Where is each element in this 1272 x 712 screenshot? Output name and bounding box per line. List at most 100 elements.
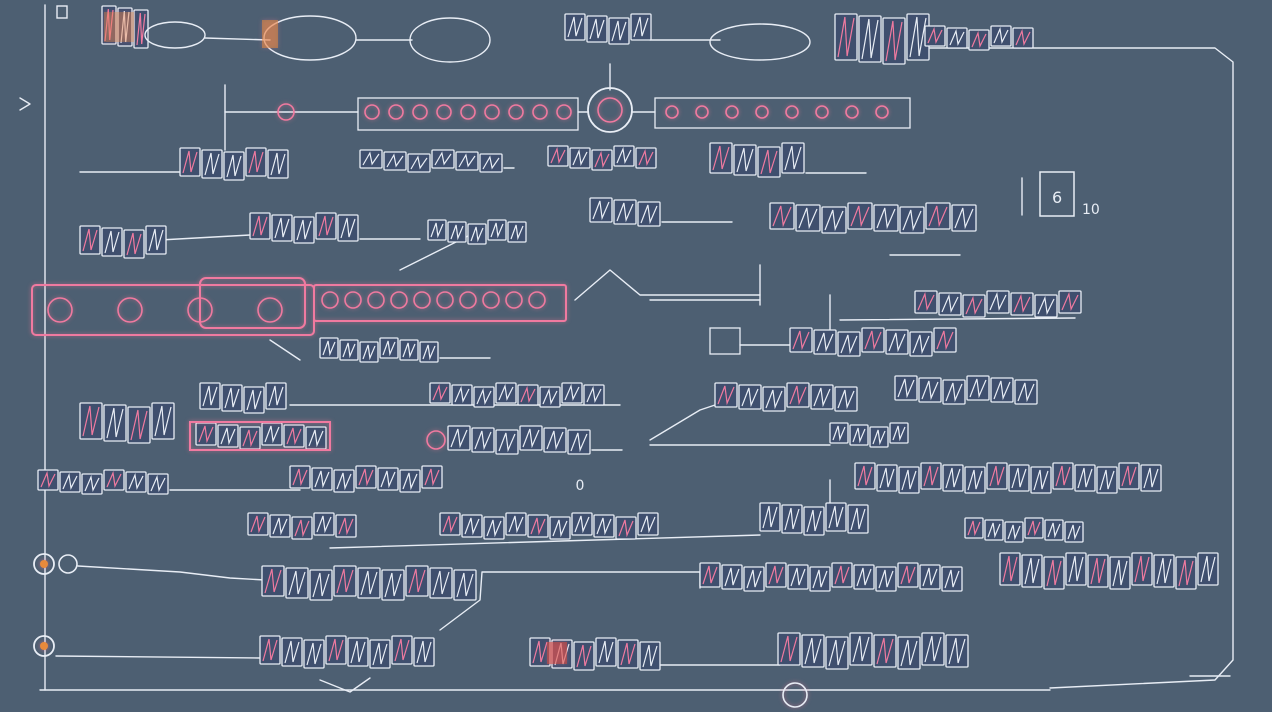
node-scribble bbox=[917, 291, 935, 311]
node-scribble bbox=[1121, 465, 1137, 487]
row5-cluster-g bbox=[894, 375, 1038, 405]
connector-line bbox=[204, 37, 271, 41]
node-scribble bbox=[971, 30, 987, 48]
hub-right-ring bbox=[695, 105, 709, 119]
node-scribble bbox=[402, 472, 418, 491]
node-scribble bbox=[322, 340, 336, 357]
node-scribble bbox=[840, 334, 858, 355]
node-scribble bbox=[62, 472, 78, 490]
node-scribble bbox=[948, 637, 966, 665]
node-scribble bbox=[640, 204, 658, 225]
node-scribble bbox=[832, 425, 846, 442]
bottom-arrow bbox=[319, 677, 371, 693]
node-scribble bbox=[262, 638, 278, 662]
node-scribble bbox=[611, 20, 627, 42]
node-scribble bbox=[594, 150, 610, 168]
node-scribble bbox=[340, 217, 356, 239]
node-scribble bbox=[768, 565, 784, 585]
node-scribble bbox=[876, 637, 894, 665]
node-scribble bbox=[949, 28, 965, 46]
node-scribble bbox=[498, 383, 514, 401]
top-orange-mark bbox=[262, 20, 278, 48]
node-scribble bbox=[1033, 469, 1049, 491]
node-scribble bbox=[386, 153, 404, 168]
node-scribble bbox=[993, 26, 1009, 44]
row4-cluster-b bbox=[789, 327, 957, 357]
node-scribble bbox=[572, 148, 588, 166]
node-scribble bbox=[784, 507, 800, 531]
top-left-orange-mark bbox=[104, 12, 134, 42]
row6-cluster-b bbox=[289, 465, 443, 493]
pink-band-ring bbox=[482, 291, 500, 309]
node-scribble bbox=[442, 515, 458, 534]
node-scribble bbox=[798, 207, 818, 230]
connector-line bbox=[399, 229, 481, 271]
node-scribble bbox=[362, 151, 380, 166]
row2-cluster-c bbox=[547, 145, 657, 171]
node-scribble bbox=[741, 387, 759, 408]
node-scribble bbox=[416, 640, 432, 664]
node-scribble bbox=[432, 570, 450, 596]
accent-ring bbox=[277, 103, 295, 121]
right-box-suffix: 10 bbox=[1082, 202, 1100, 218]
node-scribble bbox=[490, 222, 504, 239]
node-scribble bbox=[945, 467, 961, 489]
node-scribble bbox=[248, 150, 264, 174]
node-scribble bbox=[888, 332, 906, 353]
top-mid-ellipse bbox=[709, 23, 811, 61]
right-return-path bbox=[929, 47, 1234, 689]
node-scribble bbox=[470, 226, 484, 243]
node-scribble bbox=[989, 291, 1007, 311]
row4-small-box bbox=[709, 327, 741, 355]
node-scribble bbox=[522, 428, 540, 449]
hub-right-ring bbox=[755, 105, 769, 119]
node-scribble bbox=[220, 427, 236, 446]
node-scribble bbox=[724, 567, 740, 587]
node-scribble bbox=[941, 293, 959, 313]
circle-node-icon bbox=[587, 87, 633, 133]
node-scribble bbox=[252, 215, 268, 237]
node-scribble bbox=[498, 432, 516, 453]
connector-line bbox=[329, 534, 761, 549]
node-scribble bbox=[790, 567, 806, 587]
node-scribble bbox=[316, 515, 332, 534]
node-scribble bbox=[864, 330, 882, 351]
node-scribble bbox=[570, 432, 588, 453]
node-scribble bbox=[510, 224, 524, 241]
hub-right-ring bbox=[785, 105, 799, 119]
connector-path bbox=[77, 565, 266, 581]
pink-band-ring bbox=[47, 297, 73, 323]
row5-cluster-f bbox=[714, 382, 858, 412]
node-scribble bbox=[900, 639, 918, 667]
node-scribble bbox=[336, 472, 352, 491]
row2-cluster-a bbox=[179, 147, 289, 181]
node-scribble bbox=[242, 429, 258, 448]
node-scribble bbox=[812, 569, 828, 589]
node-scribble bbox=[598, 640, 614, 664]
node-scribble bbox=[120, 10, 130, 44]
node-scribble bbox=[928, 205, 948, 228]
node-scribble bbox=[1007, 524, 1021, 541]
node-scribble bbox=[850, 507, 866, 531]
node-scribble bbox=[1017, 382, 1035, 403]
node-scribble bbox=[616, 146, 632, 164]
node-scribble bbox=[567, 16, 583, 38]
node-scribble bbox=[458, 153, 476, 168]
connector-line bbox=[839, 317, 1076, 321]
node-scribble bbox=[530, 517, 546, 536]
row3-cluster-e bbox=[769, 202, 977, 234]
row9-red-mark bbox=[547, 642, 567, 664]
node-scribble bbox=[380, 470, 396, 489]
hub-left-ring bbox=[412, 104, 428, 120]
node-scribble bbox=[1112, 559, 1128, 587]
node-scribble bbox=[1099, 469, 1115, 491]
node-scribble bbox=[618, 519, 634, 538]
pink-band-ring bbox=[459, 291, 477, 309]
row9-cluster-a bbox=[259, 635, 435, 669]
row8-cluster-b bbox=[699, 562, 963, 592]
node-scribble bbox=[923, 465, 939, 487]
node-scribble bbox=[1134, 555, 1150, 583]
row4-cluster-a bbox=[319, 337, 439, 363]
hub-left-ring bbox=[484, 104, 500, 120]
top-node-1 bbox=[101, 5, 149, 49]
